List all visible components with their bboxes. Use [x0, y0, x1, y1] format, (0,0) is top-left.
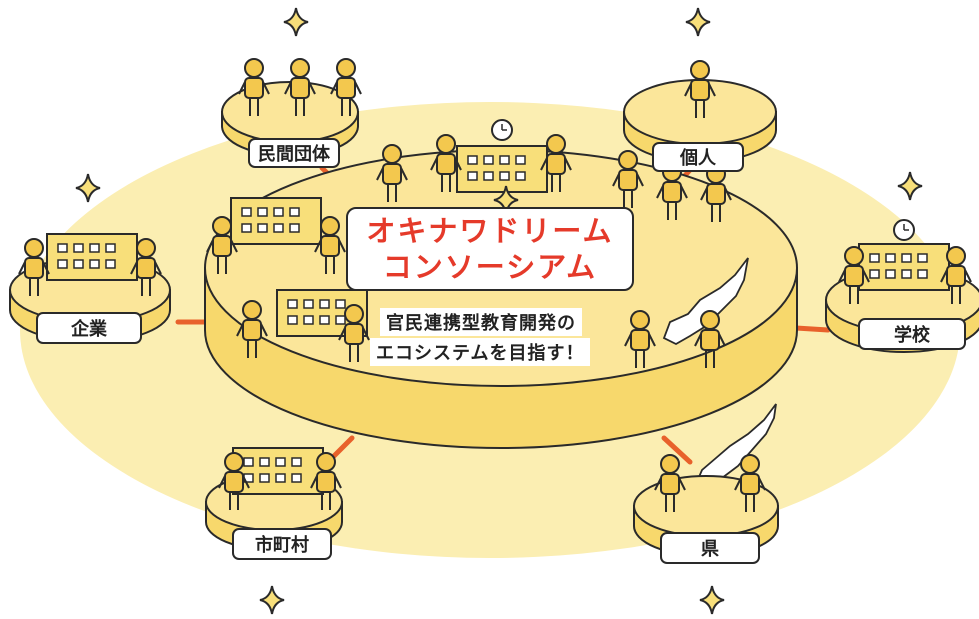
label-private-groups: 民間団体	[248, 138, 340, 168]
label-company: 企業	[36, 312, 142, 344]
title-line-1: オキナワドリーム	[366, 214, 614, 248]
title-line-2: コンソーシアム	[382, 250, 598, 284]
label-prefecture: 県	[660, 532, 760, 564]
consortium-title-box: オキナワドリーム コンソーシアム	[346, 207, 634, 291]
label-individual: 個人	[652, 142, 744, 172]
subtitle-line-2: エコシステムを目指す！	[370, 338, 591, 366]
label-municipality: 市町村	[232, 528, 332, 560]
okinawa-island-map	[662, 257, 749, 346]
label-school: 学校	[858, 318, 966, 350]
subtitle-line-1: 官民連携型教育開発の	[380, 308, 582, 336]
